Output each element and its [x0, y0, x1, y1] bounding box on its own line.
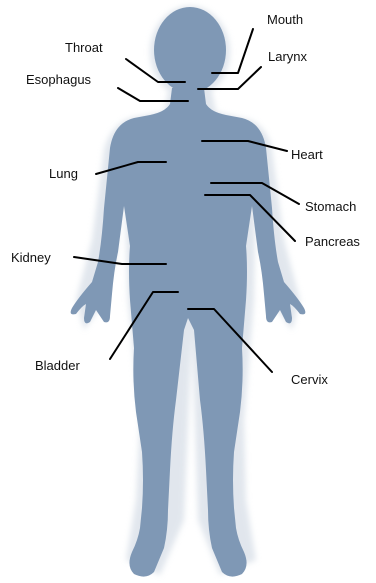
head [154, 7, 226, 93]
label-pancreas: Pancreas [305, 234, 360, 249]
label-larynx: Larynx [268, 49, 308, 64]
label-mouth: Mouth [267, 12, 303, 27]
label-stomach: Stomach [305, 199, 356, 214]
label-lung: Lung [49, 166, 78, 181]
label-heart: Heart [291, 147, 323, 162]
label-throat: Throat [65, 40, 103, 55]
label-cervix: Cervix [291, 372, 328, 387]
label-kidney: Kidney [11, 250, 51, 265]
label-esophagus: Esophagus [26, 72, 92, 87]
body-silhouette [71, 7, 306, 577]
label-bladder: Bladder [35, 358, 80, 373]
